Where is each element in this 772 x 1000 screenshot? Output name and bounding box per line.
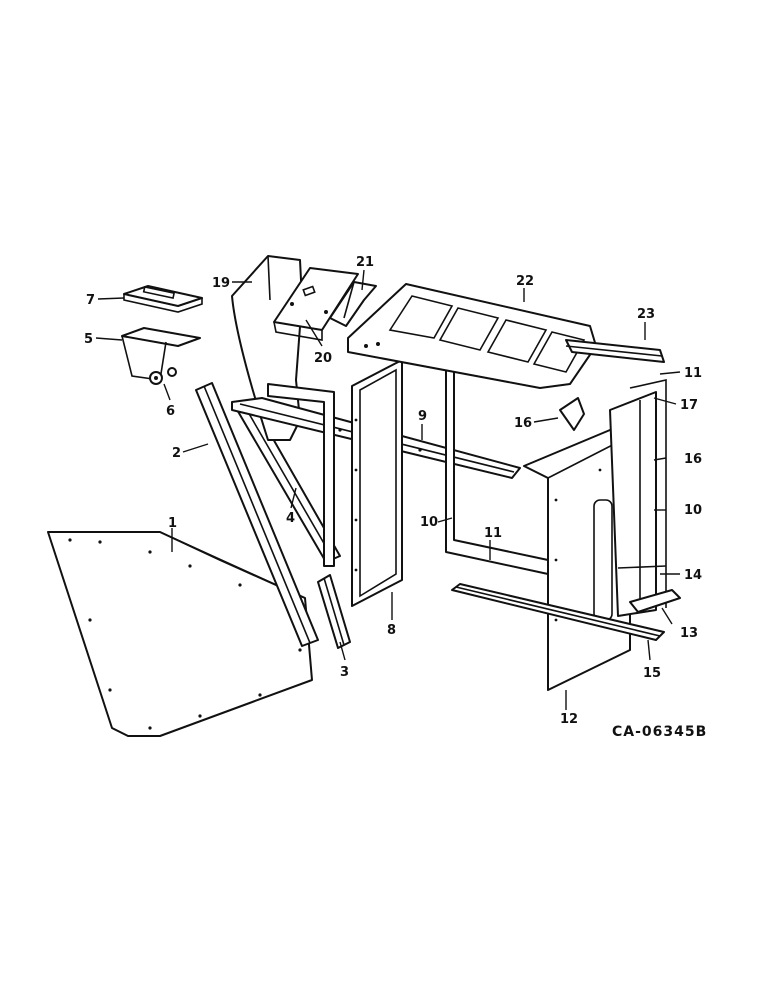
callout-3: 3 xyxy=(340,665,349,680)
callout-9: 9 xyxy=(418,409,427,424)
part-7-plate xyxy=(123,285,203,313)
callout-13: 13 xyxy=(680,626,698,641)
callout-19: 19 xyxy=(212,276,230,291)
callout-11-center: 11 xyxy=(484,526,502,541)
callout-14: 14 xyxy=(684,568,702,583)
callout-10-right: 10 xyxy=(684,503,702,518)
part-right-frame xyxy=(609,379,667,617)
callout-8: 8 xyxy=(387,623,396,638)
part-1-side-panel xyxy=(47,531,313,737)
part-15-bottom-rail xyxy=(451,583,665,641)
callout-5: 5 xyxy=(84,332,93,347)
part-8-frame xyxy=(351,359,403,607)
callout-23: 23 xyxy=(637,307,655,322)
callout-6: 6 xyxy=(166,404,175,419)
callout-7: 7 xyxy=(86,293,95,308)
callout-labels: 1 2 3 4 5 6 7 8 9 10 10 11 11 12 13 14 1… xyxy=(84,255,702,727)
part-2-angle-strip xyxy=(195,382,319,647)
part-20-mounting-plate xyxy=(273,267,359,341)
part-18-gusset xyxy=(559,397,585,431)
part-5-bracket xyxy=(121,327,201,381)
callout-22: 22 xyxy=(516,274,534,289)
part-3-bracket xyxy=(317,574,351,649)
part-6-bushing xyxy=(149,367,177,385)
callout-15: 15 xyxy=(643,666,661,681)
callout-4: 4 xyxy=(286,511,295,526)
callout-16-gusset: 16 xyxy=(514,416,532,431)
callout-1: 1 xyxy=(168,516,177,531)
part-23-top-bar xyxy=(565,339,665,363)
callout-10-center: 10 xyxy=(420,515,438,530)
callout-12: 12 xyxy=(560,712,578,727)
reference-code: CA-06345B xyxy=(612,724,707,740)
part-inner-panel xyxy=(267,383,335,567)
part-22-top-grille xyxy=(347,283,597,389)
leader-lines xyxy=(95,269,681,710)
callout-2: 2 xyxy=(172,446,181,461)
callout-20: 20 xyxy=(314,351,332,366)
callout-11-right: 11 xyxy=(684,366,702,381)
callout-17: 17 xyxy=(680,398,698,413)
callout-21: 21 xyxy=(356,255,374,270)
callout-16-right: 16 xyxy=(684,452,702,467)
part-13-bottom-plate xyxy=(629,589,681,613)
